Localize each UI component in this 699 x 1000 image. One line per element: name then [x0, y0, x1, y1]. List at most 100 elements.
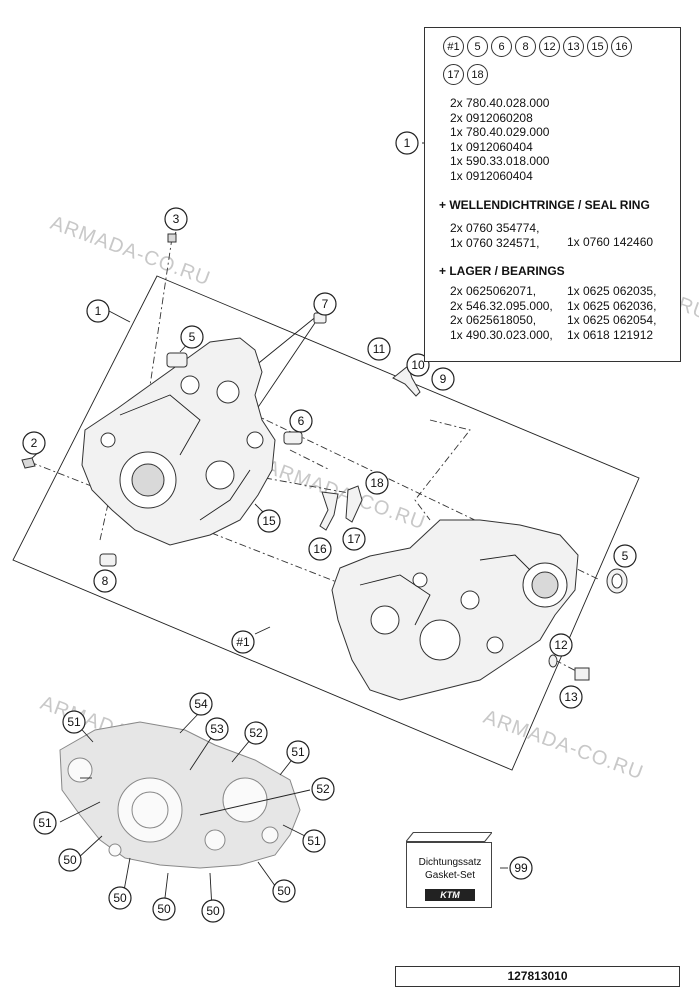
screw-2	[21, 457, 36, 469]
callout-label: 17	[347, 532, 361, 546]
part-badge: 6	[491, 36, 512, 57]
callout-label: 7	[322, 297, 329, 311]
badge-row-2: 17 18	[443, 64, 488, 85]
callout-18: 18	[365, 471, 389, 495]
gasket-set-box: Dichtungssatz Gasket-Set KTM	[406, 832, 500, 908]
callout-label: 51	[291, 745, 305, 759]
part-badge: #1	[443, 36, 464, 57]
seal-ring-list-right: 1x 0760 142460	[567, 235, 654, 249]
callout-label: 5	[622, 549, 629, 563]
callout-label: 12	[554, 638, 568, 652]
callout-10: 10	[406, 353, 430, 377]
callout-label: 13	[564, 690, 578, 704]
callout-label: 51	[307, 834, 321, 848]
callout-label: 3	[173, 212, 180, 226]
callout-label: 54	[194, 697, 208, 711]
dowel-pin-8	[99, 553, 117, 567]
parts-info-box: #1 5 6 8 12 13 15 16 17 18 2x 780.40.028…	[424, 27, 681, 362]
callout-15: 15	[257, 509, 281, 533]
callout-51-left: 51	[33, 811, 57, 835]
callout-51-right: 51	[286, 740, 310, 764]
part-badge: 16	[611, 36, 632, 57]
part-badge: 15	[587, 36, 608, 57]
document-number: 127813010	[395, 966, 680, 987]
bearing-list-right: 1x 0625 062035, 1x 0625 062036, 1x 0625 …	[567, 284, 657, 342]
callout-label: 50	[277, 884, 291, 898]
part-badge: 8	[515, 36, 536, 57]
callout-label: 2	[31, 436, 38, 450]
bracket-16	[319, 491, 339, 531]
dowel-pin-5	[166, 352, 188, 368]
callout-50-b2: 50	[152, 897, 176, 921]
gasket-label-de: Dichtungssatz	[418, 857, 482, 868]
callout-label: 5	[189, 330, 196, 344]
right-crankcase-half	[331, 519, 579, 701]
callout-50-right: 50	[272, 879, 296, 903]
callout-label: 11	[373, 342, 386, 356]
callout-99: 99	[509, 856, 533, 880]
callout-3: 3	[164, 207, 188, 231]
callout-2: 2	[22, 431, 46, 455]
part-number-list: 2x 780.40.028.000 2x 0912060208 1x 780.4…	[450, 96, 550, 183]
part-badge: 5	[467, 36, 488, 57]
callout-13: 13	[559, 685, 583, 709]
callout-54: 54	[189, 692, 213, 716]
callout-50-left: 50	[58, 848, 82, 872]
callout-50-b1: 50	[108, 886, 132, 910]
callout-label: 52	[316, 782, 330, 796]
callout-51-lower-right: 51	[302, 829, 326, 853]
callout-1-assembly: 1	[86, 299, 110, 323]
gasket-box-lid	[406, 832, 492, 842]
callout-label: 50	[157, 902, 171, 916]
assembly-frame	[12, 275, 640, 771]
callout-label: 51	[67, 715, 81, 729]
gasket-box-front: Dichtungssatz Gasket-Set KTM	[406, 842, 492, 908]
callout-label: 9	[440, 372, 447, 386]
callout-6: 6	[289, 409, 313, 433]
callout-11: 11	[367, 337, 391, 361]
bearing-list-left: 2x 0625062071, 2x 546.32.095.000, 2x 062…	[450, 284, 553, 342]
seal-ring-list-left: 2x 0760 354774, 1x 0760 324571,	[450, 221, 540, 250]
bearing-5	[606, 568, 628, 594]
callout-label: #1	[236, 635, 250, 649]
part-badge: 13	[563, 36, 584, 57]
part-badge: 12	[539, 36, 560, 57]
callout-8: 8	[93, 569, 117, 593]
bearing-heading: + LAGER / BEARINGS	[439, 264, 565, 278]
callout-9: 9	[431, 367, 455, 391]
callout-label: 1	[404, 136, 411, 150]
callout-label: 53	[210, 722, 224, 736]
gasket-label-en: Gasket-Set	[424, 870, 476, 881]
crankcase-detail-view	[59, 721, 301, 869]
callout-assembly-1: #1	[231, 630, 255, 654]
ktm-logo: KTM	[425, 889, 475, 901]
callout-label: 16	[313, 542, 327, 556]
callout-5-right: 5	[613, 544, 637, 568]
callout-label: 8	[102, 574, 109, 588]
callout-50-b3: 50	[201, 899, 225, 923]
part-badge: 17	[443, 64, 464, 85]
callout-16: 16	[308, 537, 332, 561]
washer-12	[548, 654, 558, 668]
callout-label: 1	[95, 304, 102, 318]
callout-label: 6	[298, 414, 305, 428]
callout-label: 51	[38, 816, 52, 830]
dowel-pin-6	[283, 431, 303, 445]
callout-label: 50	[63, 853, 77, 867]
callout-12: 12	[549, 633, 573, 657]
callout-7: 7	[313, 292, 337, 316]
callout-5-top: 5	[180, 325, 204, 349]
screw-3	[167, 233, 177, 243]
bolt-13	[574, 667, 590, 681]
callout-52-mid: 52	[311, 777, 335, 801]
part-badge: 18	[467, 64, 488, 85]
left-crankcase-half	[81, 337, 276, 546]
callout-17: 17	[342, 527, 366, 551]
badge-row-1: #1 5 6 8 12 13 15 16	[443, 36, 632, 57]
callout-label: 52	[249, 726, 263, 740]
callout-53: 53	[205, 717, 229, 741]
callout-label: 50	[206, 904, 220, 918]
callout-label: 50	[113, 891, 127, 905]
callout-1: 1	[395, 131, 419, 155]
